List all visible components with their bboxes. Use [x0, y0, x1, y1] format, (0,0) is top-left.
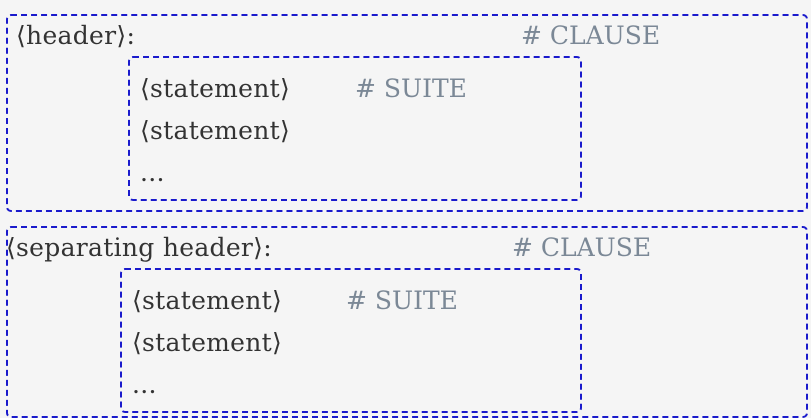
clause-header-2: ⟨separating header⟩: [6, 233, 272, 262]
clause-comment-1: # CLAUSE [521, 21, 661, 50]
suite-statement-2-2: ⟨statement⟩ [132, 328, 283, 357]
suite-comment-1: # SUITE [355, 74, 467, 103]
suite-ellipsis-2: ... [132, 370, 157, 399]
clause-box-2 [6, 226, 808, 418]
suite-box-2 [120, 268, 582, 413]
suite-statement-1-1: ⟨statement⟩ [140, 74, 291, 103]
suite-box-1 [128, 56, 582, 201]
suite-statement-2-1: ⟨statement⟩ [132, 286, 283, 315]
clause-header-1: ⟨header⟩: [16, 21, 136, 50]
suite-ellipsis-1: ... [140, 158, 165, 187]
suite-statement-1-2: ⟨statement⟩ [140, 116, 291, 145]
clause-comment-2: # CLAUSE [512, 233, 652, 262]
suite-comment-2: # SUITE [346, 286, 458, 315]
clause-box-1 [6, 14, 808, 212]
